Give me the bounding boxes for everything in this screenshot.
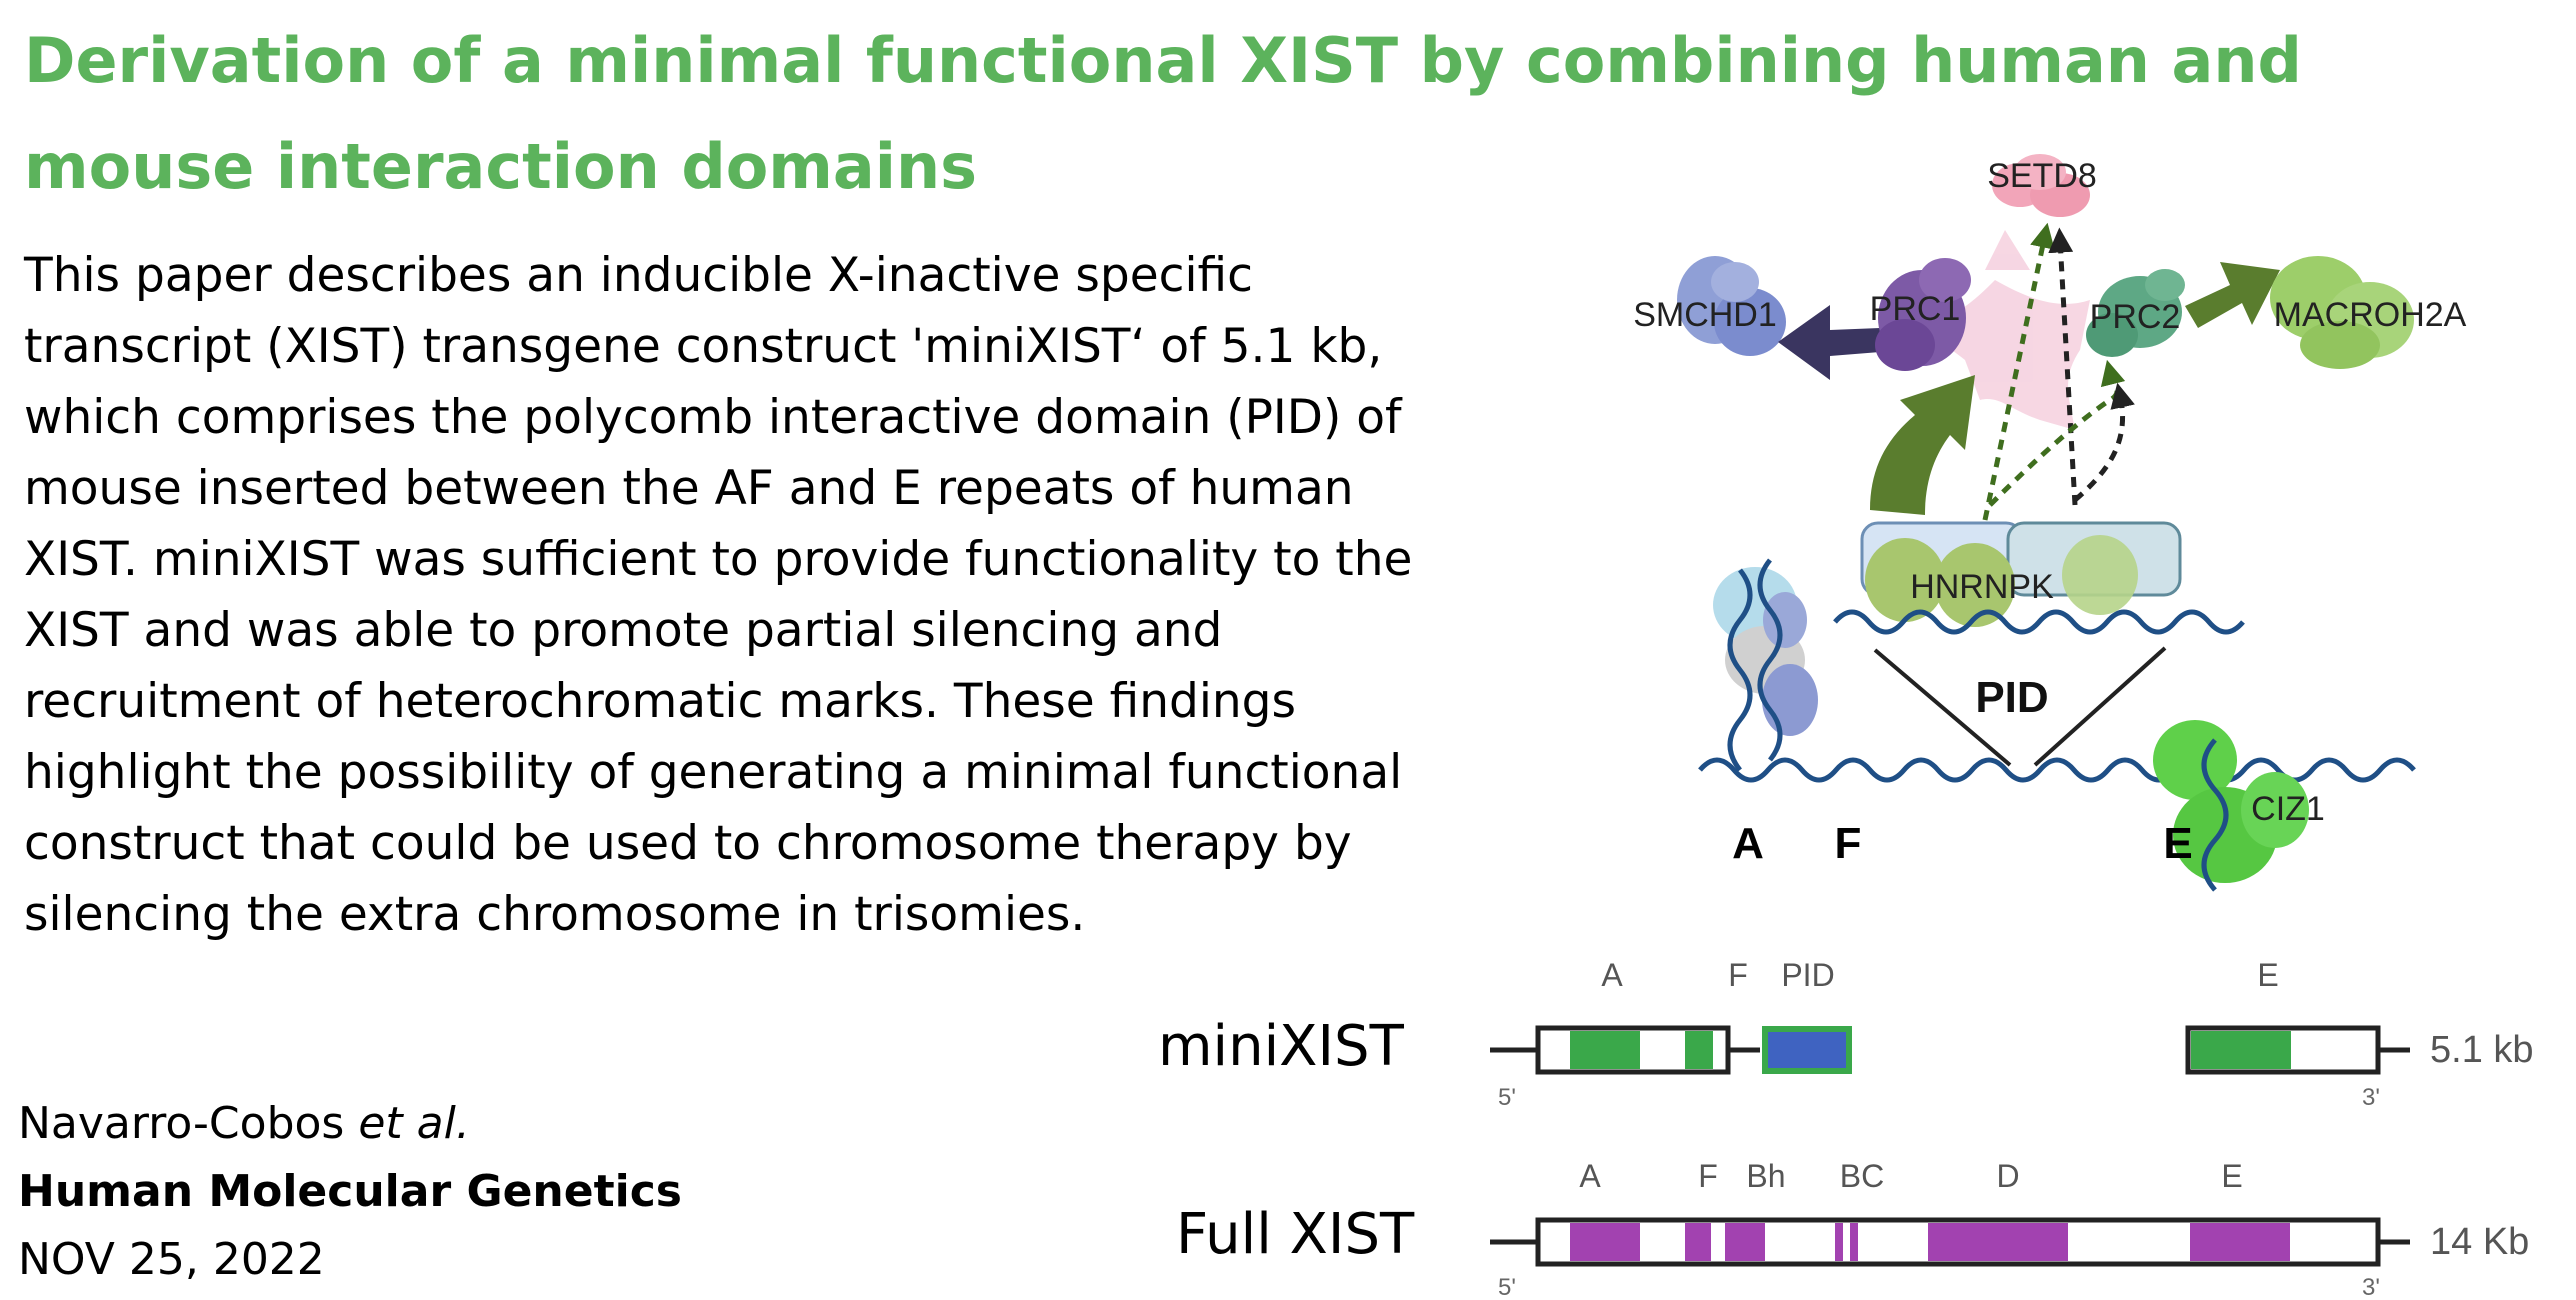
prc1-label: PRC1 (1870, 290, 1961, 328)
pid-label: PID (1975, 673, 2048, 722)
smchd1-arrow (1778, 305, 1880, 380)
full-three-prime-label: 3' (2362, 1274, 2380, 1300)
macroh2a-arrow (2185, 262, 2280, 328)
citation-authors: Navarro-Cobos (18, 1098, 345, 1149)
macroh2a-label: MACROH2A (2274, 296, 2467, 334)
mini-domain-a-label: A (1601, 957, 1623, 993)
setd8-label: SETD8 (1987, 157, 2097, 195)
prc1-protein (1875, 258, 1971, 371)
prc2-label: PRC2 (2090, 298, 2181, 336)
ciz1-label: CIZ1 (2251, 790, 2325, 828)
full-domain-bh-label: Bh (1746, 1158, 1785, 1194)
mini-domain-e-label: E (2257, 957, 2278, 993)
mini-three-prime-label: 3' (2362, 1084, 2380, 1111)
abstract-text: This paper describes an inducible X-inac… (24, 248, 1413, 942)
prc1-recruit-arrow (1870, 375, 1975, 515)
full-domain-a-label: A (1579, 1158, 1601, 1194)
domain-e-label: E (2163, 819, 2192, 868)
smchd1-protein (1677, 256, 1786, 356)
mini-five-prime-label: 5' (1498, 1084, 1516, 1111)
full-domain-e-label: E (2221, 1158, 2242, 1194)
prc2-dashed-arrow-black (2073, 382, 2135, 502)
citation-authors-line: Navarro-Cobos et al. (18, 1090, 682, 1158)
setd8-protein (1992, 154, 2090, 217)
hnrnpk-complex (1860, 521, 2182, 627)
setd8-dashed-arrow-green (1982, 222, 2055, 521)
pid-rna-strand (1833, 609, 2245, 635)
citation-etal: et al. (358, 1098, 470, 1149)
full-size-label: 14 Kb (2430, 1221, 2529, 1263)
full-domain-bc-label: BC (1840, 1158, 1884, 1194)
citation-date: NOV 25, 2022 (18, 1234, 325, 1285)
setd8-dashed-arrow-black (2048, 227, 2078, 506)
pid-connector-right (2033, 646, 2167, 767)
full-domain-d-label: D (1996, 1158, 2019, 1194)
xist-rna-strand (1698, 757, 2416, 783)
ciz1-protein (2153, 720, 2309, 883)
a-repeat-helix-1 (1727, 568, 1753, 772)
hnrnpk-label: HNRNPK (1910, 568, 2054, 606)
minixist-construct (1490, 1025, 2410, 1075)
smchd1-label: SMCHD1 (1633, 296, 1777, 334)
full-xist-label: Full XIST (1176, 1202, 1415, 1267)
minixist-label: miniXIST (1158, 1014, 1404, 1079)
prc2-protein (2086, 269, 2185, 357)
macroh2a-protein (2270, 256, 2414, 369)
article-title: Derivation of a minimal functional XIST … (24, 24, 2302, 203)
mini-domain-f-label: F (1728, 957, 1748, 993)
a-repeat-helix-2 (1757, 558, 1783, 762)
pid-connector-left (1873, 648, 2012, 767)
full-five-prime-label: 5' (1498, 1274, 1516, 1300)
mini-size-label: 5.1 kb (2430, 1029, 2534, 1071)
ciz1-helix (2201, 738, 2229, 892)
domain-a-label: A (1732, 819, 1764, 868)
domain-f-label: F (1835, 819, 1862, 868)
citation-journal: Human Molecular Genetics (18, 1166, 682, 1217)
full-xist-construct (1490, 1217, 2410, 1267)
full-domain-f-label: F (1698, 1158, 1718, 1194)
mini-domain-pid-label: PID (1781, 957, 1834, 993)
citation-block: Navarro-Cobos et al. Human Molecular Gen… (18, 1090, 682, 1294)
